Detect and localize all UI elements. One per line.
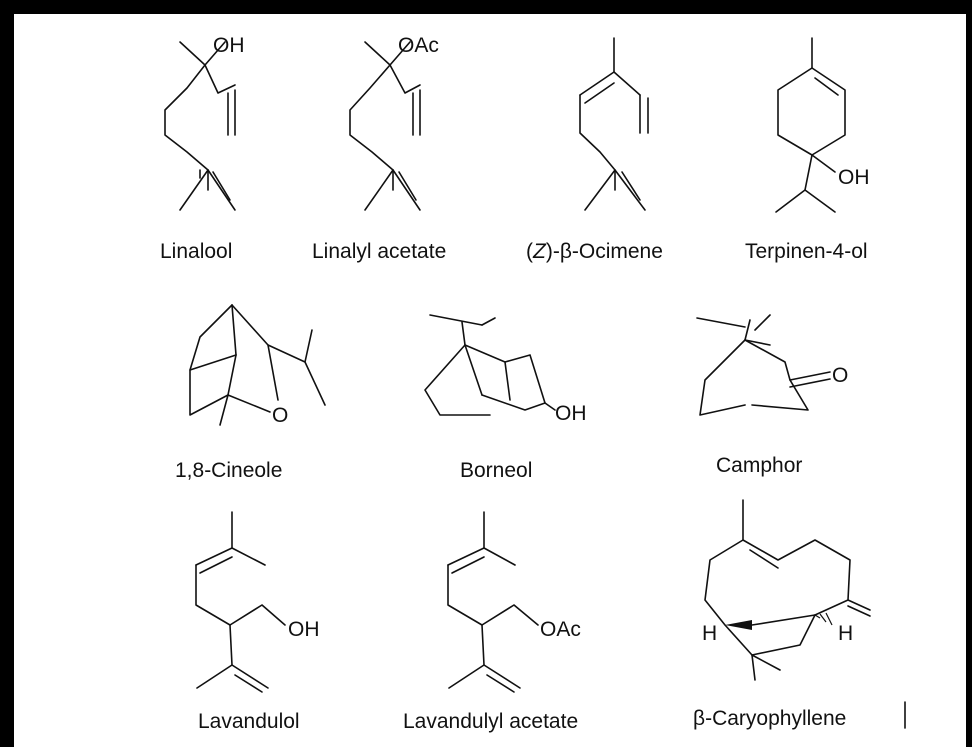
cineole-o-label: O: [272, 404, 288, 427]
ocimene-structure: [579, 37, 649, 211]
cineole-name: 1,8-Cineole: [175, 459, 282, 482]
caryophyllene-structure: H H: [702, 499, 871, 681]
linalyl-acetate-structure: OAc: [349, 34, 439, 211]
borneol-oh-label: OH: [555, 402, 587, 425]
lavandulyl-acetate-structure: OAc: [447, 511, 581, 693]
caryophyllene-h-label-right: H: [838, 622, 853, 645]
linalyl-acetate-name: Linalyl acetate: [312, 240, 446, 263]
lavandulyl-acetate-oac-label: OAc: [540, 618, 581, 641]
terpinen-4-ol-structure: OH: [775, 37, 870, 213]
camphor-o-label: O: [832, 364, 848, 387]
camphor-name: Camphor: [716, 454, 802, 477]
camphor-structure: O: [696, 314, 848, 416]
borneol-name: Borneol: [460, 459, 532, 482]
caryophyllene-h-label-left: H: [702, 622, 717, 645]
terpinen-4-ol-name: Terpinen-4-ol: [745, 240, 868, 263]
cineole-structure: O: [189, 304, 326, 427]
ocimene-name-italic: Z: [532, 240, 547, 263]
caryophyllene-name: β-Caryophyllene: [693, 707, 846, 730]
lavandulol-name: Lavandulol: [198, 710, 300, 733]
linalyl-acetate-oac-label: OAc: [398, 34, 439, 57]
lavandulol-oh-label: OH: [288, 618, 320, 641]
lavandulol-structure: OH: [195, 511, 320, 693]
linalool-structure: OH: [164, 34, 245, 211]
terpinen-4-ol-oh-label: OH: [838, 166, 870, 189]
linalool-name: Linalool: [160, 240, 232, 263]
ocimene-name: (Z)-β-Ocimene: [526, 240, 663, 263]
borneol-structure: OH: [424, 314, 587, 425]
caryophyllene-hashed-bond: [814, 612, 833, 626]
ocimene-name-suffix: )-β-Ocimene: [546, 240, 663, 263]
lavandulyl-acetate-name: Lavandulyl acetate: [403, 710, 578, 733]
ocimene-name-prefix: (: [526, 240, 533, 263]
linalool-oh-label: OH: [213, 34, 245, 57]
